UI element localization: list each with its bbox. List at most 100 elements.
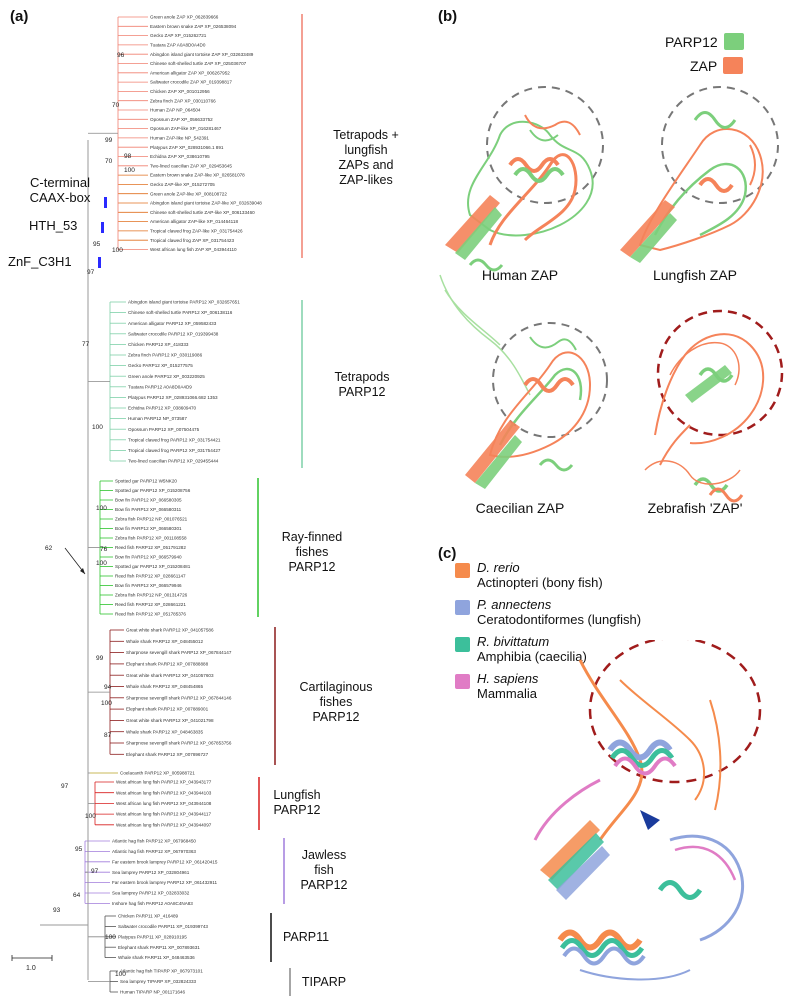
legend-zap-label: ZAP	[690, 57, 718, 74]
structure-caecilian-zap	[439, 274, 608, 489]
tree-leaf-label: Far eastern brook lamprey PARP12 XP_0614…	[112, 859, 218, 864]
tree-leaf-label: Eastern brown snake ZAP XP_026538094	[150, 24, 237, 29]
tree-leaf-label: Gecko PARP12 XP_015277575	[128, 363, 193, 368]
tree-leaf-label: Chinese soft-shelled turtle ZAP XP_02503…	[150, 61, 247, 66]
legend-parp12-swatch	[723, 33, 744, 50]
tree-leaf-label: Reed fish PARP12 XP_051785376	[115, 612, 186, 617]
tree-leaf-label: Coelacanth PARP12 XP_005988721	[120, 771, 195, 776]
tree-leaf-label: Reed fish PARP12 XP_028661147	[115, 574, 186, 579]
bootstrap-100c: 100	[92, 424, 103, 431]
tree-leaf-label: Great white shark PARP12 XP_041021798	[126, 718, 214, 723]
tree-leaf-label: Human TIPARP NP_001171646	[120, 990, 185, 995]
tree-leaf-label: Platypus PARP11 XP_028910195	[118, 934, 187, 939]
clade-label-zap-line1: Tetrapods +	[333, 128, 399, 142]
tree-leaf-label: Abingdon island giant tortoise ZAP-like …	[150, 201, 262, 206]
structure-lungfish-zap	[620, 86, 779, 263]
legend-d-rerio-species: D. rerio	[477, 560, 520, 575]
bootstrap-99b: 99	[96, 655, 104, 662]
clade-label-lungfish: Lungfish PARP12	[262, 788, 332, 818]
tree-leaf-label: Sea lamprey TIPARP XP_032824333	[120, 979, 197, 984]
tree-leaf-label: Opossum ZAP XP_056633752	[150, 117, 213, 122]
tree-leaf-label: Elephant shark PARP12 XP_007896727	[126, 752, 209, 757]
tree-leaf-label: Bow fin PARP12 XP_066580311	[115, 507, 182, 512]
tree-leaf-label: American alligator ZAP XP_006267952	[150, 70, 230, 75]
bootstrap-100d: 100	[96, 505, 107, 512]
tree-leaf-label: Saltwater crocodile PARP12 XP_019399438	[128, 331, 219, 336]
tree-leaf-label: Tropical clawed frog PARP12 XP_031754427	[128, 448, 221, 453]
tree-leaf-label: Spotted gar PARP12 W5NK20	[115, 479, 177, 484]
domain-label-caax: C-terminal CAAX-box	[24, 175, 96, 205]
bootstrap-99: 99	[105, 137, 113, 144]
tree-leaf-label: Two-lined caecilian ZAP XP_029453645	[150, 163, 232, 168]
tree-leaf-label: Green anole ZAP-like XP_008108722	[150, 191, 227, 196]
tree-leaf-label: Saltwater crocodile PARP11 XP_019399743	[118, 924, 208, 929]
panel-c-superposition	[533, 640, 762, 981]
domain-label-caax-line1: C-terminal	[30, 175, 90, 190]
tree-leaf-label: Spotted gar PARP12 XP_015208481	[115, 564, 191, 569]
domain-label-caax-line2: CAAX-box	[29, 190, 91, 205]
legend-p-annectens-species: P. annectens	[477, 597, 552, 612]
legend-h-sapiens-group: Mammalia	[477, 686, 537, 701]
tree-leaf-label: Platypus ZAP XP_028931066.1 891	[150, 145, 224, 150]
clade-label-cart-line3: PARP12	[312, 710, 360, 724]
panel-b-legend-zap: ZAP	[690, 57, 744, 74]
legend-zap-swatch	[723, 57, 744, 74]
caption-caecilian-zap: Caecilian ZAP	[475, 500, 565, 516]
bootstrap-98: 98	[124, 153, 132, 160]
tree-leaf-label: Elephant shark PARP12 XP_007889001	[126, 707, 209, 712]
bootstrap-97c: 97	[91, 868, 99, 875]
clade-label-zap-line4: ZAP-likes	[339, 173, 393, 187]
bootstrap-100a: 100	[124, 167, 135, 174]
tree-leaf-label: Great white shark PARP12 XP_041057586	[126, 628, 214, 633]
clade-label-jawless-line1: Jawless	[301, 848, 347, 862]
clade-label-jawless: Jawless fish PARP12	[289, 848, 359, 893]
clade-label-tiparp: TIPARP	[294, 975, 354, 990]
tree-leaf-label: Elephant shark PARP12 XP_007888888	[126, 662, 209, 667]
bootstrap-100f: 100	[101, 700, 112, 707]
panel-c-legend: D. rerio Actinopteri (bony fish) P. anne…	[455, 560, 641, 708]
panel-b-legend-parp12: PARP12	[665, 33, 744, 50]
bootstrap-62: 62	[45, 545, 53, 552]
tree-leaf-label: Whale shark PARP11 XP_048463536	[118, 955, 195, 960]
panel-b-structures	[439, 86, 784, 503]
tree-leaf-label: Sea lamprey PARP12 XP_032833032	[112, 891, 190, 896]
bootstrap-87: 87	[104, 732, 112, 739]
tree-leaf-label: Green anole PARP12 XP_003220925	[128, 374, 205, 379]
clade-label-zap: Tetrapods + lungfish ZAPs and ZAP-likes	[310, 128, 422, 188]
tree-leaf-label: West african lung fish PARP12 XP_0439431…	[116, 780, 212, 785]
node-62-arrowhead	[80, 568, 85, 574]
clade-label-jawless-line2: fish	[314, 863, 334, 877]
tree-leaf-label: American alligator PARP12 XP_059582433	[128, 321, 217, 326]
legend-h-sapiens-species: H. sapiens	[477, 671, 539, 686]
tree-leaf-label: West african lung fish PARP12 XP_0439441…	[116, 801, 212, 806]
tree-leaf-label: Bow fin PARP12 XP_066580305	[115, 498, 182, 503]
tree-leaf-label: Two-lined caecilian PARP12 XP_029455444	[128, 459, 219, 464]
clade-label-ray-line2: fishes	[295, 545, 329, 559]
tree-leaf-label: Atlantic hag fish PARP12 XP_067968450	[112, 839, 196, 844]
tree-leaf-label: Bow fin PARP12 XP_066579940	[115, 555, 182, 560]
tree-leaf-label: Sharpnose sevengill shark PARP12 XP_0678…	[126, 695, 232, 700]
tree-leaf-label: Reed fish PARP12 XP_051791282	[115, 545, 186, 550]
tree-leaf-label: Abingdon island giant tortoise ZAP XP_03…	[150, 52, 254, 57]
tree-leaf-label: Tropical clawed frog PARP12 XP_031754421	[128, 437, 221, 442]
bootstrap-95b: 95	[75, 846, 83, 853]
tree-leaf-label: Abingdon island giant tortoise PARP12 XP…	[128, 300, 240, 305]
scale-bar-label: 1.0	[26, 965, 36, 972]
tree-leaf-label: Atlantic hag fish TIPARP XP_067973101	[120, 969, 203, 974]
clade-label-ray-line1: Ray-finned	[281, 530, 343, 544]
tree-leaf-label: Spotted gar PARP12 XP_015208756	[115, 488, 191, 493]
tree-leaf-label: West african lung fish PARP12 XP_0439440…	[116, 822, 212, 827]
clade-label-zap-line2: lungfish	[344, 143, 388, 157]
clade-label-ray-line3: PARP12	[288, 560, 336, 574]
tree-leaf-label: Whale shark PARP12 XP_048454865	[126, 684, 203, 689]
clade-label-zap-line3: ZAPs and	[338, 158, 394, 172]
tree-leaf-label: Tropical clawed frog ZAP-like XP_0317544…	[150, 229, 243, 234]
clade-bars	[257, 14, 303, 996]
tree-leaf-label: Saltwater crocodile ZAP XP_019398817	[150, 80, 232, 85]
superposition-backbones	[533, 659, 745, 981]
legend-d-rerio-swatch	[455, 563, 470, 578]
tree-leaf-label: Platypus PARP12 XP_028931066.682 1353	[128, 395, 218, 400]
legend-r-bivittatum-species: R. bivittatum	[477, 634, 550, 649]
tree-leaf-label: American alligator ZAP-like XP_014464118	[150, 219, 238, 224]
